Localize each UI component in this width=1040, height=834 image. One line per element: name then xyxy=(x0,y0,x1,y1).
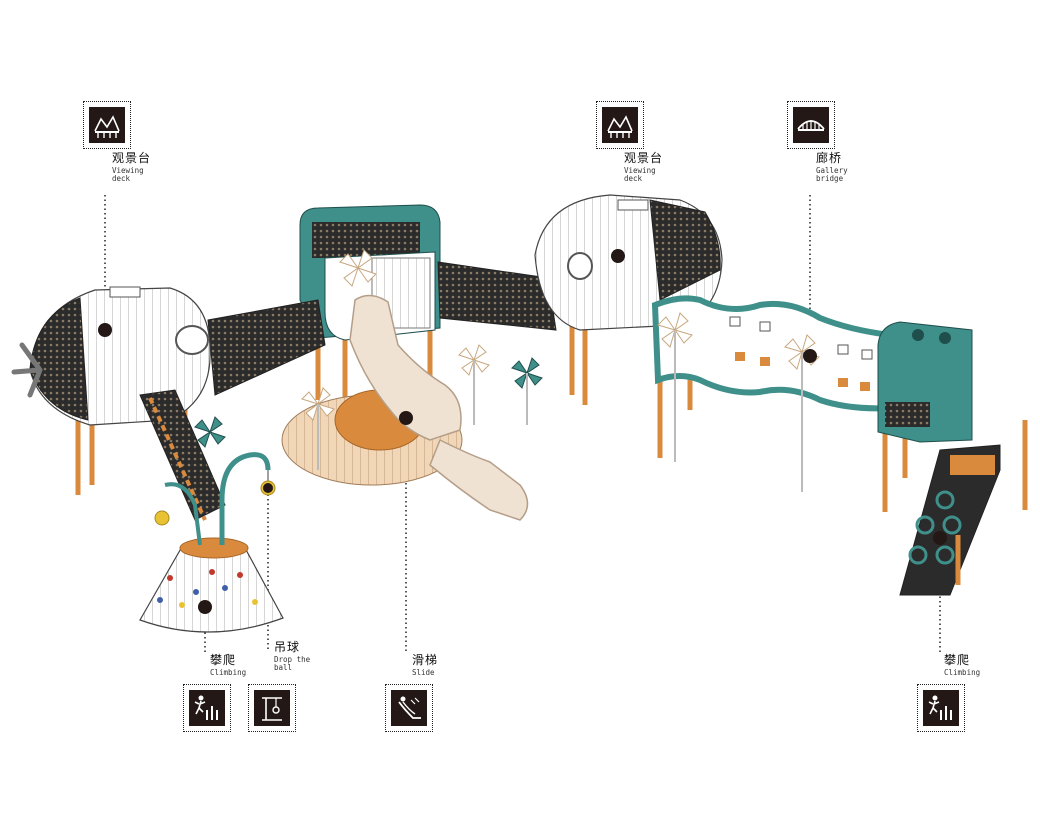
label-en: Viewing deck xyxy=(112,165,144,184)
gallery-bridge xyxy=(651,295,893,458)
viewing-deck-icon xyxy=(94,115,120,138)
gallery-bridge-icon xyxy=(797,120,825,131)
label-en: Viewing deck xyxy=(624,165,656,184)
net-bridge-left xyxy=(207,299,326,396)
left-viewing-pod xyxy=(11,286,211,495)
climbing-icon xyxy=(928,695,952,720)
pinwheels xyxy=(301,249,820,421)
label-slide: 滑梯 Slide xyxy=(412,653,439,677)
label-zh: 廊桥 xyxy=(816,151,843,165)
label-en: Climbing xyxy=(210,667,247,677)
viewing-deck-right-icon-box xyxy=(596,101,644,149)
label-en: Climbing xyxy=(944,667,981,677)
label-zh: 观景台 xyxy=(112,151,152,165)
label-zh: 吊球 xyxy=(274,640,301,654)
climbing-icon xyxy=(194,695,218,720)
drop-ball-icon-box xyxy=(248,684,296,732)
label-zh: 攀爬 xyxy=(944,653,971,667)
right-viewing-pod xyxy=(534,194,723,405)
drop-ball-icon xyxy=(262,697,282,721)
tube-slide xyxy=(349,294,529,521)
label-en: Drop the ball xyxy=(274,654,311,673)
viewing-deck-icon xyxy=(607,115,633,138)
viewing-deck-left-icon-box xyxy=(83,101,131,149)
label-gallery-bridge: 廊桥 Gallery bridge xyxy=(816,151,848,184)
slide-icon xyxy=(398,696,421,719)
left-climbing-ramp xyxy=(139,389,226,521)
label-zh: 攀爬 xyxy=(210,653,237,667)
label-viewing-deck-left: 观景台 Viewing deck xyxy=(112,151,152,184)
right-climbing-ramp xyxy=(899,420,1028,596)
label-climbing-left: 攀爬 Climbing xyxy=(210,653,247,677)
label-viewing-deck-right: 观景台 Viewing deck xyxy=(624,151,664,184)
label-zh: 滑梯 xyxy=(412,653,439,667)
label-climbing-right: 攀爬 Climbing xyxy=(944,653,981,677)
callout-dots xyxy=(98,249,947,614)
net-bridge-right xyxy=(437,261,557,331)
slide-icon-box xyxy=(385,684,433,732)
label-drop-the-ball: 吊球 Drop the ball xyxy=(274,640,311,673)
label-en: Gallery bridge xyxy=(816,165,848,184)
label-zh: 观景台 xyxy=(624,151,664,165)
climbing-cone xyxy=(139,452,284,633)
label-en: Slide xyxy=(412,667,435,677)
gallery-bridge-icon-box xyxy=(787,101,835,149)
climbing-left-icon-box xyxy=(183,684,231,732)
climbing-right-icon-box xyxy=(917,684,965,732)
right-teal-tower xyxy=(877,321,973,512)
